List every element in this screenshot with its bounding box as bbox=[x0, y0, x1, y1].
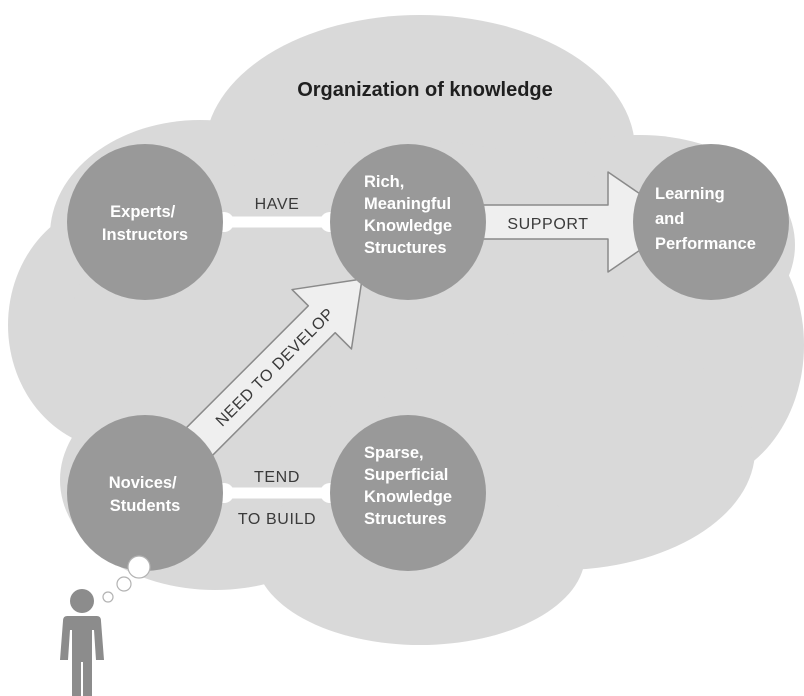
learning-performance-node: Learning and Performance bbox=[633, 144, 789, 300]
support-label: SUPPORT bbox=[507, 216, 588, 233]
novices-node: Novices/ Students bbox=[67, 415, 223, 571]
diagram-title: Organization of knowledge bbox=[297, 79, 553, 101]
learning-label-line2: and bbox=[655, 210, 684, 228]
learning-label-line1: Learning bbox=[655, 185, 725, 203]
tend-label: TEND bbox=[254, 469, 300, 486]
need-to-develop-arrow bbox=[183, 278, 363, 458]
sparse-label-line3: Knowledge bbox=[364, 488, 452, 506]
rich-label-line1: Rich, bbox=[364, 173, 404, 191]
rich-label-line3: Knowledge bbox=[364, 217, 452, 235]
svg-text:Novices/ Students: Novices/ Students bbox=[109, 474, 181, 515]
svg-text:Sparse, Superficial: Sparse, Superficial Knowledge Structures bbox=[364, 444, 457, 528]
thought-bubble-large bbox=[127, 555, 151, 579]
experts-label-line1: Experts/ bbox=[110, 203, 176, 221]
experts-label-line2: Instructors bbox=[102, 226, 188, 244]
learning-label-line3: Performance bbox=[655, 235, 756, 253]
sparse-label-line1: Sparse, bbox=[364, 444, 424, 462]
svg-text:Learning and Perfo: Learning and Performance bbox=[655, 185, 756, 253]
to-build-label: TO BUILD bbox=[238, 511, 316, 528]
experts-node: Experts/ Instructors bbox=[67, 144, 223, 300]
sparse-label-line4: Structures bbox=[364, 510, 447, 528]
rich-label-line4: Structures bbox=[364, 239, 447, 257]
have-label: HAVE bbox=[255, 196, 300, 213]
sparse-structures-node: Sparse, Superficial Knowledge Structures bbox=[330, 415, 486, 571]
thought-bubbles bbox=[102, 555, 151, 603]
thought-bubble-medium bbox=[116, 576, 132, 592]
student-figure-icon bbox=[60, 589, 104, 696]
novices-label-line2: Students bbox=[110, 497, 181, 515]
thought-bubble-small bbox=[102, 591, 114, 603]
svg-text:Experts/ Instructors: Experts/ Instructors bbox=[102, 203, 188, 244]
rich-structures-node: Rich, Meaningful Knowledge Structures bbox=[330, 144, 486, 300]
rich-label-line2: Meaningful bbox=[364, 195, 451, 213]
sparse-label-line2: Superficial bbox=[364, 466, 448, 484]
novices-label-line1: Novices/ bbox=[109, 474, 177, 492]
svg-text:Rich, Meaningful K: Rich, Meaningful Knowledge Structures bbox=[364, 173, 457, 257]
